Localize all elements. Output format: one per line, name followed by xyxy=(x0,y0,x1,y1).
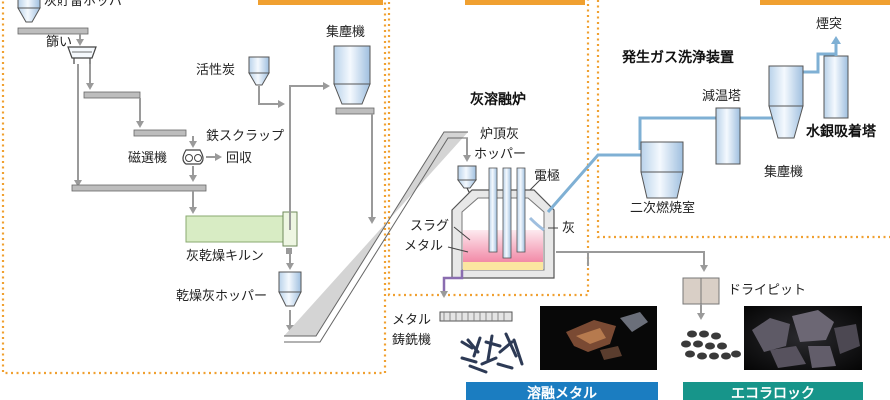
magnet-icon xyxy=(182,149,204,165)
label-sieve: 篩い xyxy=(46,35,72,50)
ash-hopper-icon xyxy=(17,0,41,23)
label-dry-ash-hopper: 乾燥灰ホッパー xyxy=(176,289,267,304)
label-ash-dryer-kiln: 灰乾燥キルン xyxy=(186,249,264,264)
frame-tab-1 xyxy=(258,0,383,5)
frames xyxy=(1,0,890,375)
label-iron-scrap: 鉄スクラップ xyxy=(206,129,284,144)
eco-rock-banner xyxy=(683,382,863,400)
label-electrode: 電極 xyxy=(534,168,560,184)
molten-metal-banner xyxy=(466,382,658,400)
furnace-section xyxy=(440,138,708,298)
frame-pretreatment xyxy=(1,0,387,375)
text-labels: 灰貯留ホッパ 篩い 活性炭 集塵機 鉄スクラップ 回収 磁選機 灰乾燥キルン 乾… xyxy=(44,0,877,400)
inclined-conveyor xyxy=(284,131,468,337)
metal-photo xyxy=(540,306,657,370)
chimney-icon xyxy=(831,36,841,56)
activated-carbon-hopper-icon xyxy=(248,56,270,86)
label-recovery: 回収 xyxy=(226,151,252,166)
electrode-icon xyxy=(488,167,526,259)
casting-machine-icon xyxy=(439,311,513,322)
label-furnace-top-ash: 炉頂灰 xyxy=(480,127,519,142)
label-gas-title: 発生ガス洗浄装置 xyxy=(621,49,734,66)
label-cooling-tower: 減温塔 xyxy=(702,88,741,104)
conveyor-3 xyxy=(133,129,187,137)
pretreatment-section xyxy=(17,0,468,343)
dry-ash-hopper-icon xyxy=(278,271,302,307)
dust-collector-2-icon xyxy=(768,65,804,139)
secondary-combustion-tower-icon xyxy=(640,141,684,199)
label-metal-casting-1: メタル xyxy=(392,313,431,328)
label-magnetic-separator: 磁選機 xyxy=(128,151,167,166)
label-eco-rock: エコラロック xyxy=(731,386,815,400)
frame-tab-2 xyxy=(465,0,585,5)
frame-furnace xyxy=(387,0,590,297)
cooling-tower-icon xyxy=(715,107,741,165)
dust-collector-icon xyxy=(333,45,375,115)
label-secondary-combustion: 二次燃焼室 xyxy=(630,200,695,216)
mercury-adsorber-icon xyxy=(823,55,849,119)
conveyor-4 xyxy=(71,184,207,192)
label-chimney: 煙突 xyxy=(816,16,842,32)
rock-photo xyxy=(744,306,862,370)
kiln-icon xyxy=(185,211,298,254)
dry-pit-icon xyxy=(682,277,720,305)
eco-rock-pebbles-icon xyxy=(681,330,741,360)
label-dry-pit: ドライピット xyxy=(728,283,806,298)
label-ash: 灰 xyxy=(562,221,575,236)
label-dust-collector-2: 集塵機 xyxy=(764,164,803,180)
label-furnace-title: 灰溶融炉 xyxy=(470,91,526,108)
label-mercury-adsorber: 水銀吸着塔 xyxy=(806,123,877,140)
label-molten-metal: 溶融メタル xyxy=(527,385,597,400)
label-ash-hopper: 灰貯留ホッパ xyxy=(44,0,122,9)
label-metal: メタル xyxy=(404,239,443,254)
label-activated-carbon: 活性炭 xyxy=(196,63,235,78)
frame-gas-cleaning xyxy=(596,0,890,239)
label-slag: スラグ xyxy=(410,219,449,234)
sieve-icon xyxy=(67,46,97,64)
label-metal-casting-2: 鋳銑機 xyxy=(392,332,431,348)
gas-cleaning-section xyxy=(638,36,849,199)
label-dust-collector-1: 集塵機 xyxy=(326,24,365,40)
conveyor-2 xyxy=(83,91,141,99)
conveyor-1 xyxy=(17,27,89,35)
outputs xyxy=(439,277,863,400)
label-hopper: ホッパー xyxy=(474,147,526,162)
frame-tab-3 xyxy=(760,0,890,5)
metal-ingots-icon xyxy=(460,332,524,374)
